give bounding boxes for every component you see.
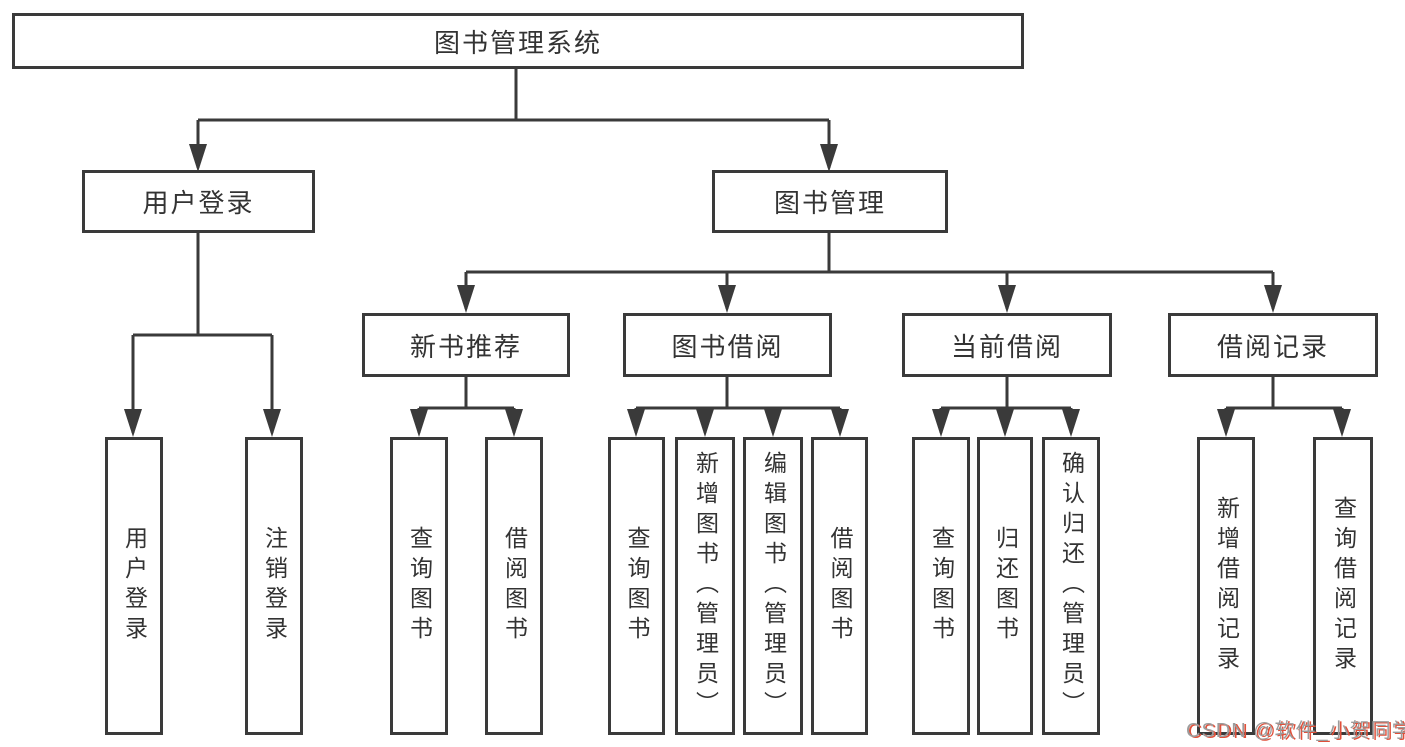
leaf-current-query-books: 查询图书	[912, 437, 970, 735]
arrowhead	[831, 409, 849, 437]
node-book-borrow: 图书借阅	[623, 313, 832, 377]
node-user-login: 用户登录	[82, 170, 315, 233]
node-root: 图书管理系统	[12, 13, 1024, 69]
arrowhead	[263, 409, 281, 437]
leaf-current-confirm-return-admin: 确认归还（管理员）	[1042, 437, 1100, 735]
arrowhead	[932, 409, 950, 437]
arrowhead	[1333, 409, 1351, 437]
node-book-management: 图书管理	[712, 170, 948, 233]
leaf-logout: 注销登录	[245, 437, 303, 735]
arrowhead	[457, 285, 475, 313]
leaf-borrow-edit-books-admin: 编辑图书（管理员）	[743, 437, 803, 735]
arrowhead	[1062, 409, 1080, 437]
leaf-borrow-query-books: 查询图书	[608, 437, 665, 735]
connector-current-borrow	[932, 377, 1080, 437]
connector-book-management	[457, 233, 1282, 313]
connector-user-login	[124, 233, 281, 437]
arrowhead	[410, 409, 428, 437]
leaf-newbook-query-books: 查询图书	[390, 437, 448, 735]
arrowhead	[124, 409, 142, 437]
arrowhead	[505, 409, 523, 437]
arrowhead	[764, 409, 782, 437]
csdn-watermark: CSDN @软件_小贺同学	[1186, 720, 1405, 742]
leaf-record-add: 新增借阅记录	[1197, 437, 1255, 735]
arrowhead	[189, 144, 207, 172]
arrowhead	[996, 409, 1014, 437]
connector-root	[189, 69, 838, 172]
arrowhead	[1264, 285, 1282, 313]
leaf-borrow-borrow-books: 借阅图书	[811, 437, 868, 735]
connector-new-book	[410, 377, 523, 437]
connector-borrow-record	[1217, 377, 1351, 437]
arrowhead	[627, 409, 645, 437]
connector-book-borrow	[627, 377, 849, 437]
arrowhead	[718, 285, 736, 313]
arrowhead	[696, 409, 714, 437]
arrowhead	[998, 285, 1016, 313]
leaf-record-query: 查询借阅记录	[1313, 437, 1373, 735]
leaf-newbook-borrow-books: 借阅图书	[485, 437, 543, 735]
leaf-borrow-add-books-admin: 新增图书（管理员）	[675, 437, 735, 735]
node-new-book-recommend: 新书推荐	[362, 313, 570, 377]
node-borrow-record: 借阅记录	[1168, 313, 1378, 377]
leaf-current-return-books: 归还图书	[977, 437, 1033, 735]
arrowhead	[1217, 409, 1235, 437]
node-current-borrow: 当前借阅	[902, 313, 1112, 377]
leaf-user-login: 用户登录	[105, 437, 163, 735]
arrowhead	[820, 144, 838, 172]
